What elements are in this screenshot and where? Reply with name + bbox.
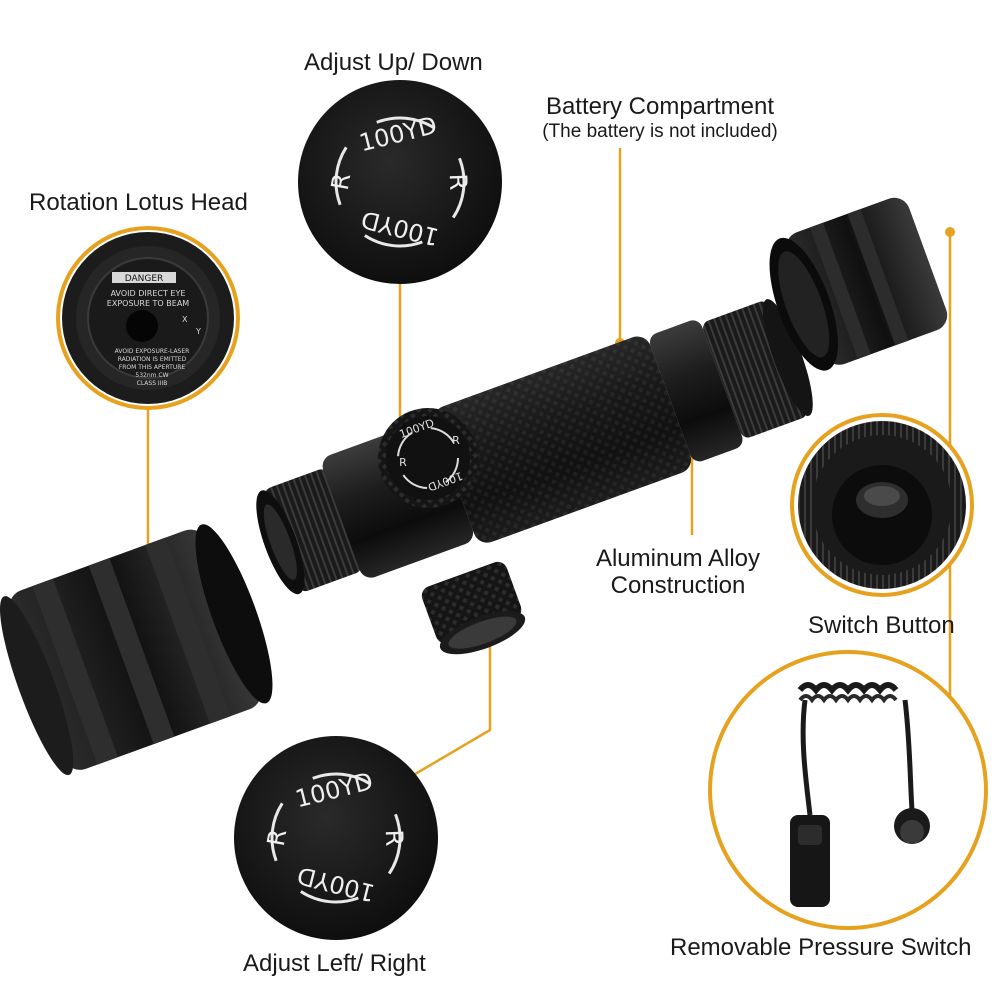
label-battery-compartment: Battery Compartment (The battery is not … <box>520 94 800 142</box>
pressure-switch-inset <box>708 650 988 930</box>
up-down-dial-inset: 100YD 100YD R R <box>298 80 502 284</box>
label-rotation-lotus-head: Rotation Lotus Head <box>29 189 248 216</box>
switch-button-inset <box>790 413 974 597</box>
engraving-fine-5: CLASS IIIB <box>137 380 168 387</box>
body-dial-reset: R <box>399 456 407 469</box>
engraving-fine-2: RADIATION IS EMITTED <box>118 356 187 363</box>
laser-body <box>256 299 813 595</box>
engraving-axis-x: X <box>182 315 188 324</box>
label-adjust-left-right: Adjust Left/ Right <box>243 950 426 977</box>
label-pressure-switch: Removable Pressure Switch <box>670 934 972 961</box>
lotus-head-part <box>0 524 273 776</box>
rear-cap-part <box>769 197 948 371</box>
windage-knob <box>421 561 526 655</box>
label-switch-button: Switch Button <box>808 612 955 639</box>
battery-note: (The battery is not included) <box>542 121 778 143</box>
battery-title: Battery Compartment <box>545 93 775 120</box>
elevation-dial-small <box>378 408 478 508</box>
body-dial-reset: R <box>452 434 460 447</box>
engraving-danger: DANGER <box>125 274 164 284</box>
dial-reset-text: R <box>444 173 473 191</box>
engraving-fine-1: AVOID EXPOSURE-LASER <box>115 348 190 355</box>
label-aluminum-alloy: Aluminum Alloy Construction <box>578 545 778 600</box>
alloy-line-2: Construction <box>610 572 746 600</box>
dial-reset-text: R <box>262 827 292 848</box>
head-engraving: DANGER AVOID DIRECT EYE EXPOSURE TO BEAM… <box>107 274 201 387</box>
left-right-dial-inset: 100YD 100YD R R <box>234 736 438 940</box>
alloy-line-1: Aluminum Alloy <box>595 545 761 572</box>
engraving-axis-y: Y <box>195 327 201 336</box>
engraving-fine-3: FROM THIS APERTURE <box>119 364 186 371</box>
engraving-fine-4: 532nm CW <box>135 372 168 379</box>
lotus-head-inset <box>56 226 240 410</box>
label-adjust-up-down: Adjust Up/ Down <box>304 49 483 76</box>
dial-reset-text: R <box>380 829 409 847</box>
engraving-warn-1: AVOID DIRECT EYE <box>111 289 186 298</box>
dial-reset-text: R <box>326 171 356 192</box>
engraving-warn-2: EXPOSURE TO BEAM <box>107 299 189 308</box>
